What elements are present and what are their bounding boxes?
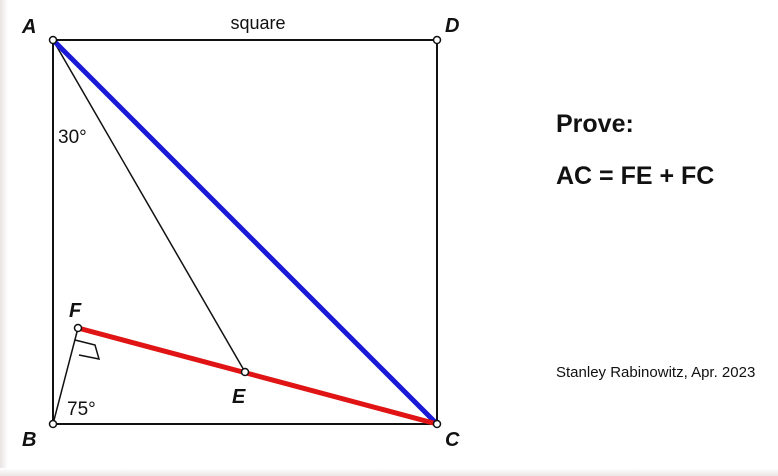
label-d: D — [445, 15, 459, 37]
author-credit: Stanley Rabinowitz, Apr. 2023 — [556, 364, 756, 381]
angle-label-a: 30° — [58, 127, 87, 148]
square-caption: square — [230, 13, 285, 33]
point-d — [432, 35, 442, 45]
segment-ae — [52, 39, 246, 373]
diagonal-ac — [50, 37, 440, 427]
label-b: B — [22, 429, 36, 451]
angle-label-b: 75° — [67, 399, 96, 420]
prove-heading: Prove: — [556, 110, 634, 138]
label-f: F — [69, 300, 82, 322]
segment-bf — [52, 327, 79, 425]
point-b — [48, 419, 58, 429]
frame-border-left — [0, 0, 8, 476]
label-e: E — [232, 386, 246, 408]
label-a: A — [21, 16, 36, 38]
frame-border-bottom — [0, 468, 778, 476]
label-c: C — [445, 429, 460, 451]
point-a — [48, 35, 58, 45]
prove-statement: AC = FE + FC — [556, 162, 715, 190]
right-angle-marker-f — [74, 339, 101, 360]
point-e — [240, 367, 250, 377]
point-f — [73, 323, 83, 333]
segment-fc — [75, 325, 440, 427]
point-c — [432, 419, 442, 429]
